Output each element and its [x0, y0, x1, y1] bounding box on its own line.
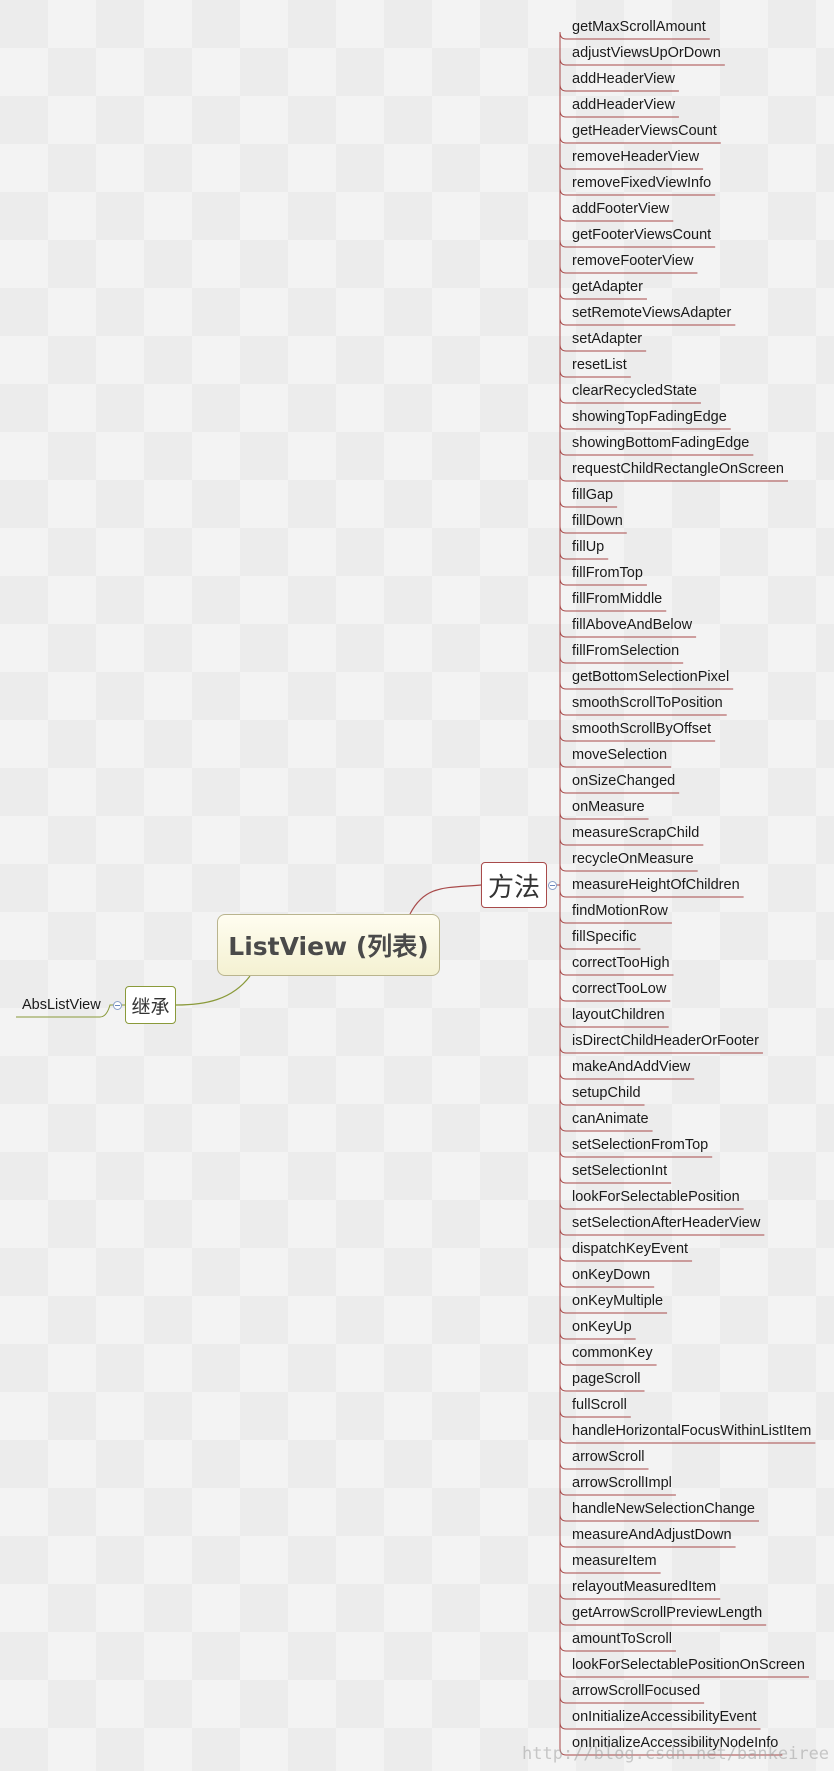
method-item[interactable]: setRemoteViewsAdapter — [572, 305, 732, 321]
method-item[interactable]: arrowScrollFocused — [572, 1683, 701, 1699]
method-item[interactable]: makeAndAddView — [572, 1059, 691, 1075]
method-item[interactable]: getFooterViewsCount — [572, 227, 712, 243]
method-item[interactable]: setSelectionInt — [572, 1163, 668, 1179]
method-item[interactable]: addHeaderView — [572, 71, 675, 87]
central-topic[interactable]: ListView (列表) — [217, 914, 440, 976]
method-item[interactable]: getArrowScrollPreviewLength — [572, 1605, 763, 1621]
method-item[interactable]: onKeyMultiple — [572, 1293, 664, 1309]
method-item[interactable]: onKeyDown — [572, 1267, 651, 1283]
method-item[interactable]: fillFromSelection — [572, 643, 680, 659]
method-item[interactable]: handleHorizontalFocusWithinListItem — [572, 1423, 812, 1439]
method-item[interactable]: fullScroll — [572, 1397, 627, 1413]
method-item[interactable]: fillGap — [572, 487, 614, 503]
method-item[interactable]: onKeyUp — [572, 1319, 632, 1335]
method-item[interactable]: clearRecycledState — [572, 383, 697, 399]
method-item[interactable]: fillFromMiddle — [572, 591, 663, 607]
inherit-item-abslistview[interactable]: AbsListView — [22, 997, 101, 1013]
method-item[interactable]: measureAndAdjustDown — [572, 1527, 732, 1543]
method-item[interactable]: fillUp — [572, 539, 605, 555]
method-item[interactable]: layoutChildren — [572, 1007, 665, 1023]
method-item[interactable]: fillDown — [572, 513, 623, 529]
method-item[interactable]: setSelectionFromTop — [572, 1137, 709, 1153]
method-item[interactable]: findMotionRow — [572, 903, 668, 919]
method-item[interactable]: getAdapter — [572, 279, 643, 295]
method-item[interactable]: measureHeightOfChildren — [572, 877, 740, 893]
method-item[interactable]: lookForSelectablePositionOnScreen — [572, 1657, 805, 1673]
method-item[interactable]: arrowScroll — [572, 1449, 645, 1465]
method-item[interactable]: commonKey — [572, 1345, 653, 1361]
method-item[interactable]: amountToScroll — [572, 1631, 672, 1647]
methods-collapse-toggle[interactable] — [548, 881, 557, 890]
method-item[interactable]: addHeaderView — [572, 97, 675, 113]
method-item[interactable]: requestChildRectangleOnScreen — [572, 461, 784, 477]
method-item[interactable]: setSelectionAfterHeaderView — [572, 1215, 761, 1231]
method-item[interactable]: smoothScrollToPosition — [572, 695, 723, 711]
method-item[interactable]: measureScrapChild — [572, 825, 700, 841]
method-item[interactable]: fillFromTop — [572, 565, 643, 581]
method-item[interactable]: showingTopFadingEdge — [572, 409, 727, 425]
method-item[interactable]: arrowScrollImpl — [572, 1475, 672, 1491]
method-item[interactable]: fillAboveAndBelow — [572, 617, 693, 633]
method-item[interactable]: showingBottomFadingEdge — [572, 435, 750, 451]
watermark: http://blog.csdn.net/bankeiree — [522, 1744, 830, 1764]
method-item[interactable]: canAnimate — [572, 1111, 649, 1127]
method-item[interactable]: dispatchKeyEvent — [572, 1241, 689, 1257]
method-item[interactable]: removeFooterView — [572, 253, 694, 269]
method-item[interactable]: setupChild — [572, 1085, 641, 1101]
method-item[interactable]: pageScroll — [572, 1371, 641, 1387]
method-item[interactable]: relayoutMeasuredItem — [572, 1579, 717, 1595]
method-item[interactable]: onInitializeAccessibilityEvent — [572, 1709, 757, 1725]
method-item[interactable]: lookForSelectablePosition — [572, 1189, 740, 1205]
method-item[interactable]: setAdapter — [572, 331, 643, 347]
method-item[interactable]: getMaxScrollAmount — [572, 19, 706, 35]
method-item[interactable]: resetList — [572, 357, 627, 373]
method-item[interactable]: getHeaderViewsCount — [572, 123, 717, 139]
method-item[interactable]: fillSpecific — [572, 929, 637, 945]
method-item[interactable]: onMeasure — [572, 799, 645, 815]
method-item[interactable]: adjustViewsUpOrDown — [572, 45, 721, 61]
method-item[interactable]: isDirectChildHeaderOrFooter — [572, 1033, 759, 1049]
inherit-collapse-toggle[interactable] — [113, 1001, 122, 1010]
methods-branch[interactable]: 方法 — [481, 862, 547, 908]
method-item[interactable]: handleNewSelectionChange — [572, 1501, 755, 1517]
method-item[interactable]: onSizeChanged — [572, 773, 676, 789]
method-item[interactable]: correctTooLow — [572, 981, 667, 997]
method-item[interactable]: correctTooHigh — [572, 955, 670, 971]
method-connector — [559, 1747, 783, 1756]
method-item[interactable]: moveSelection — [572, 747, 668, 763]
method-item[interactable]: recycleOnMeasure — [572, 851, 694, 867]
method-item[interactable]: measureItem — [572, 1553, 657, 1569]
method-item[interactable]: getBottomSelectionPixel — [572, 669, 730, 685]
inherit-branch[interactable]: 继承 — [125, 986, 176, 1024]
method-item[interactable]: addFooterView — [572, 201, 670, 217]
method-item[interactable]: removeHeaderView — [572, 149, 700, 165]
method-item[interactable]: onInitializeAccessibilityNodeInfo — [572, 1735, 779, 1751]
method-item[interactable]: removeFixedViewInfo — [572, 175, 712, 191]
method-item[interactable]: smoothScrollByOffset — [572, 721, 712, 737]
